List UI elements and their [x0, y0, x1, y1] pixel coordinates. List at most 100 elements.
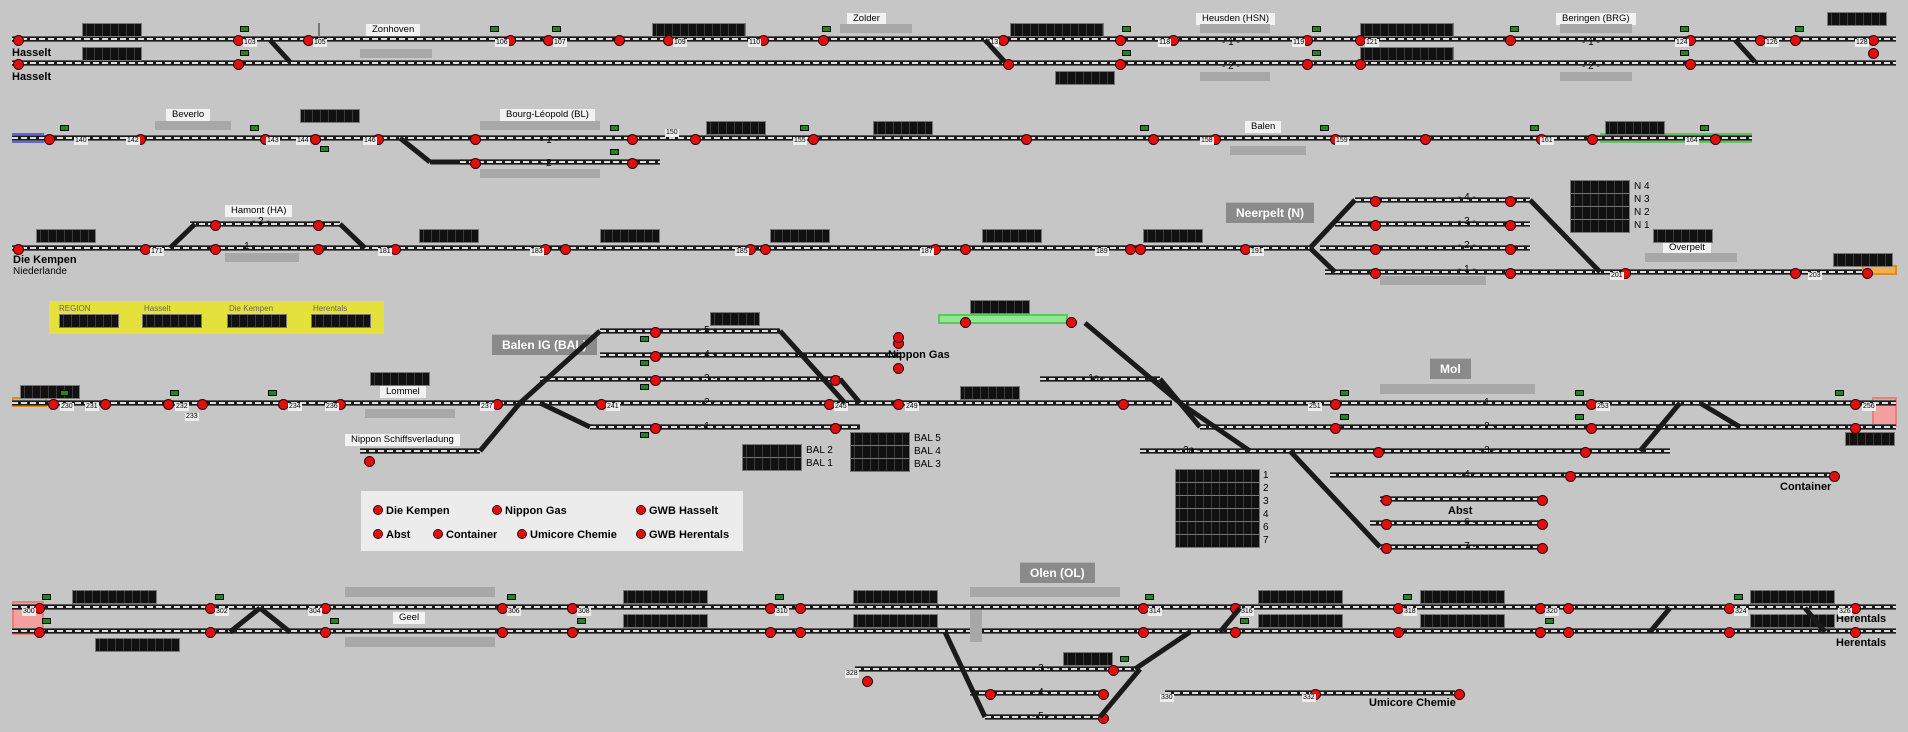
border-green-nippon[interactable] — [938, 314, 1068, 324]
signal-233[interactable] — [197, 399, 208, 410]
station-heusden[interactable]: Heusden (HSN) — [1196, 13, 1276, 25]
panel-mol-6[interactable] — [1175, 521, 1260, 535]
signal-162[interactable] — [1587, 134, 1598, 145]
signal-104[interactable] — [233, 59, 244, 70]
signal-108[interactable] — [614, 35, 625, 46]
signal-203[interactable] — [1862, 268, 1873, 279]
legend-abst[interactable]: Abst — [373, 529, 410, 542]
signal-115[interactable] — [1003, 59, 1014, 70]
station-container[interactable]: Container — [1780, 481, 1832, 493]
signal-102[interactable] — [13, 59, 24, 70]
panel-row4-c[interactable] — [710, 312, 760, 326]
panel-mol-7[interactable] — [1175, 534, 1260, 548]
signal-176[interactable] — [210, 244, 221, 255]
signal-309[interactable] — [567, 627, 578, 638]
signal-323[interactable] — [1563, 627, 1574, 638]
signal-242[interactable] — [650, 423, 661, 434]
signal-194[interactable] — [1370, 268, 1381, 279]
legend-umicore[interactable]: Umicore Chemie — [517, 529, 617, 542]
signal-325[interactable] — [1724, 627, 1735, 638]
panel-n-4[interactable] — [1570, 180, 1630, 194]
signal-268[interactable] — [1850, 399, 1861, 410]
station-mol[interactable]: Mol — [1430, 358, 1471, 379]
panel-row5-h[interactable] — [1258, 614, 1343, 628]
region-panel-herentals[interactable] — [311, 314, 371, 328]
signal-265[interactable] — [1381, 543, 1392, 554]
signal-163[interactable] — [1710, 134, 1721, 145]
station-bourg[interactable]: Bourg-Léopold (BL) — [500, 109, 595, 121]
signal-193[interactable] — [1370, 244, 1381, 255]
panel-row3-a[interactable] — [36, 229, 96, 243]
panel-row5-j[interactable] — [1420, 614, 1505, 628]
signal-200[interactable] — [1505, 268, 1516, 279]
signal-154[interactable] — [690, 134, 701, 145]
signal-241[interactable] — [650, 375, 661, 386]
signal-111[interactable] — [818, 35, 829, 46]
signal-202[interactable] — [1790, 268, 1801, 279]
panel-row1-f[interactable] — [1360, 47, 1454, 61]
signal-171[interactable] — [13, 244, 24, 255]
signal-230[interactable] — [48, 399, 59, 410]
station-hamont[interactable]: Hamont (HA) — [225, 205, 293, 217]
signal-140[interactable] — [44, 134, 55, 145]
signal-256[interactable] — [1373, 447, 1384, 458]
signal-271[interactable] — [893, 332, 904, 343]
station-umicore[interactable]: Umicore Chemie — [1369, 697, 1456, 709]
signal-187[interactable] — [960, 244, 971, 255]
panel-row3-c[interactable] — [600, 229, 660, 243]
signal-328[interactable] — [862, 676, 873, 687]
signal-329[interactable] — [1108, 665, 1119, 676]
station-zolder[interactable]: Zolder — [847, 13, 886, 25]
panel-row5-e[interactable] — [853, 590, 938, 604]
signal-127[interactable] — [1790, 35, 1801, 46]
signal-267[interactable] — [1829, 471, 1840, 482]
signal-262[interactable] — [1537, 519, 1548, 530]
panel-row3-g[interactable] — [1653, 229, 1713, 243]
signal-125[interactable] — [1685, 59, 1696, 70]
signal-157[interactable] — [1148, 134, 1159, 145]
panel-n-3[interactable] — [1570, 193, 1630, 207]
signal-311[interactable] — [765, 627, 776, 638]
panel-row2-a[interactable] — [300, 109, 360, 123]
panel-olen-a[interactable] — [1063, 652, 1113, 666]
signal-253[interactable] — [1118, 399, 1129, 410]
signal-180[interactable] — [313, 244, 324, 255]
station-overpelt[interactable]: Overpelt — [1663, 242, 1711, 254]
signal-254[interactable] — [1330, 399, 1341, 410]
signal-120[interactable] — [1302, 59, 1313, 70]
panel-row4-e[interactable] — [970, 300, 1030, 314]
signal-152[interactable] — [627, 134, 638, 145]
signal-198[interactable] — [1505, 220, 1516, 231]
station-abst[interactable]: Abst — [1448, 505, 1473, 517]
signal-322[interactable] — [1563, 603, 1574, 614]
legend-die-kempen[interactable]: Die Kempen — [373, 505, 450, 518]
signal-173[interactable] — [210, 220, 221, 231]
signal-247[interactable] — [830, 423, 841, 434]
signal-315[interactable] — [1138, 627, 1149, 638]
signal-117[interactable] — [1115, 59, 1126, 70]
panel-row2-b[interactable] — [706, 121, 766, 135]
signal-249[interactable] — [893, 363, 904, 374]
station-nippon-schiffs[interactable]: Nippon Schiffsverladung — [345, 434, 460, 446]
panel-row5-c[interactable] — [623, 590, 708, 604]
panel-row1-i[interactable] — [318, 23, 320, 37]
signal-270[interactable] — [364, 456, 375, 467]
panel-row5-b[interactable] — [95, 638, 180, 652]
panel-row5-d[interactable] — [623, 614, 708, 628]
panel-row4-b[interactable] — [370, 372, 430, 386]
panel-bal-1[interactable] — [742, 457, 802, 471]
signal-303[interactable] — [205, 627, 216, 638]
station-balen[interactable]: Balen — [1245, 121, 1282, 133]
signal-260[interactable] — [1565, 471, 1576, 482]
signal-240[interactable] — [650, 351, 661, 362]
signal-317[interactable] — [1230, 627, 1241, 638]
signal-259[interactable] — [1580, 447, 1591, 458]
signal-255[interactable] — [1330, 423, 1341, 434]
signal-160[interactable] — [1420, 134, 1431, 145]
signal-332[interactable] — [1098, 713, 1109, 724]
signal-156[interactable] — [1021, 134, 1032, 145]
signal-191[interactable] — [1370, 196, 1381, 207]
station-geel[interactable]: Geel — [393, 612, 426, 624]
signal-232[interactable] — [163, 399, 174, 410]
signal-330[interactable] — [985, 689, 996, 700]
